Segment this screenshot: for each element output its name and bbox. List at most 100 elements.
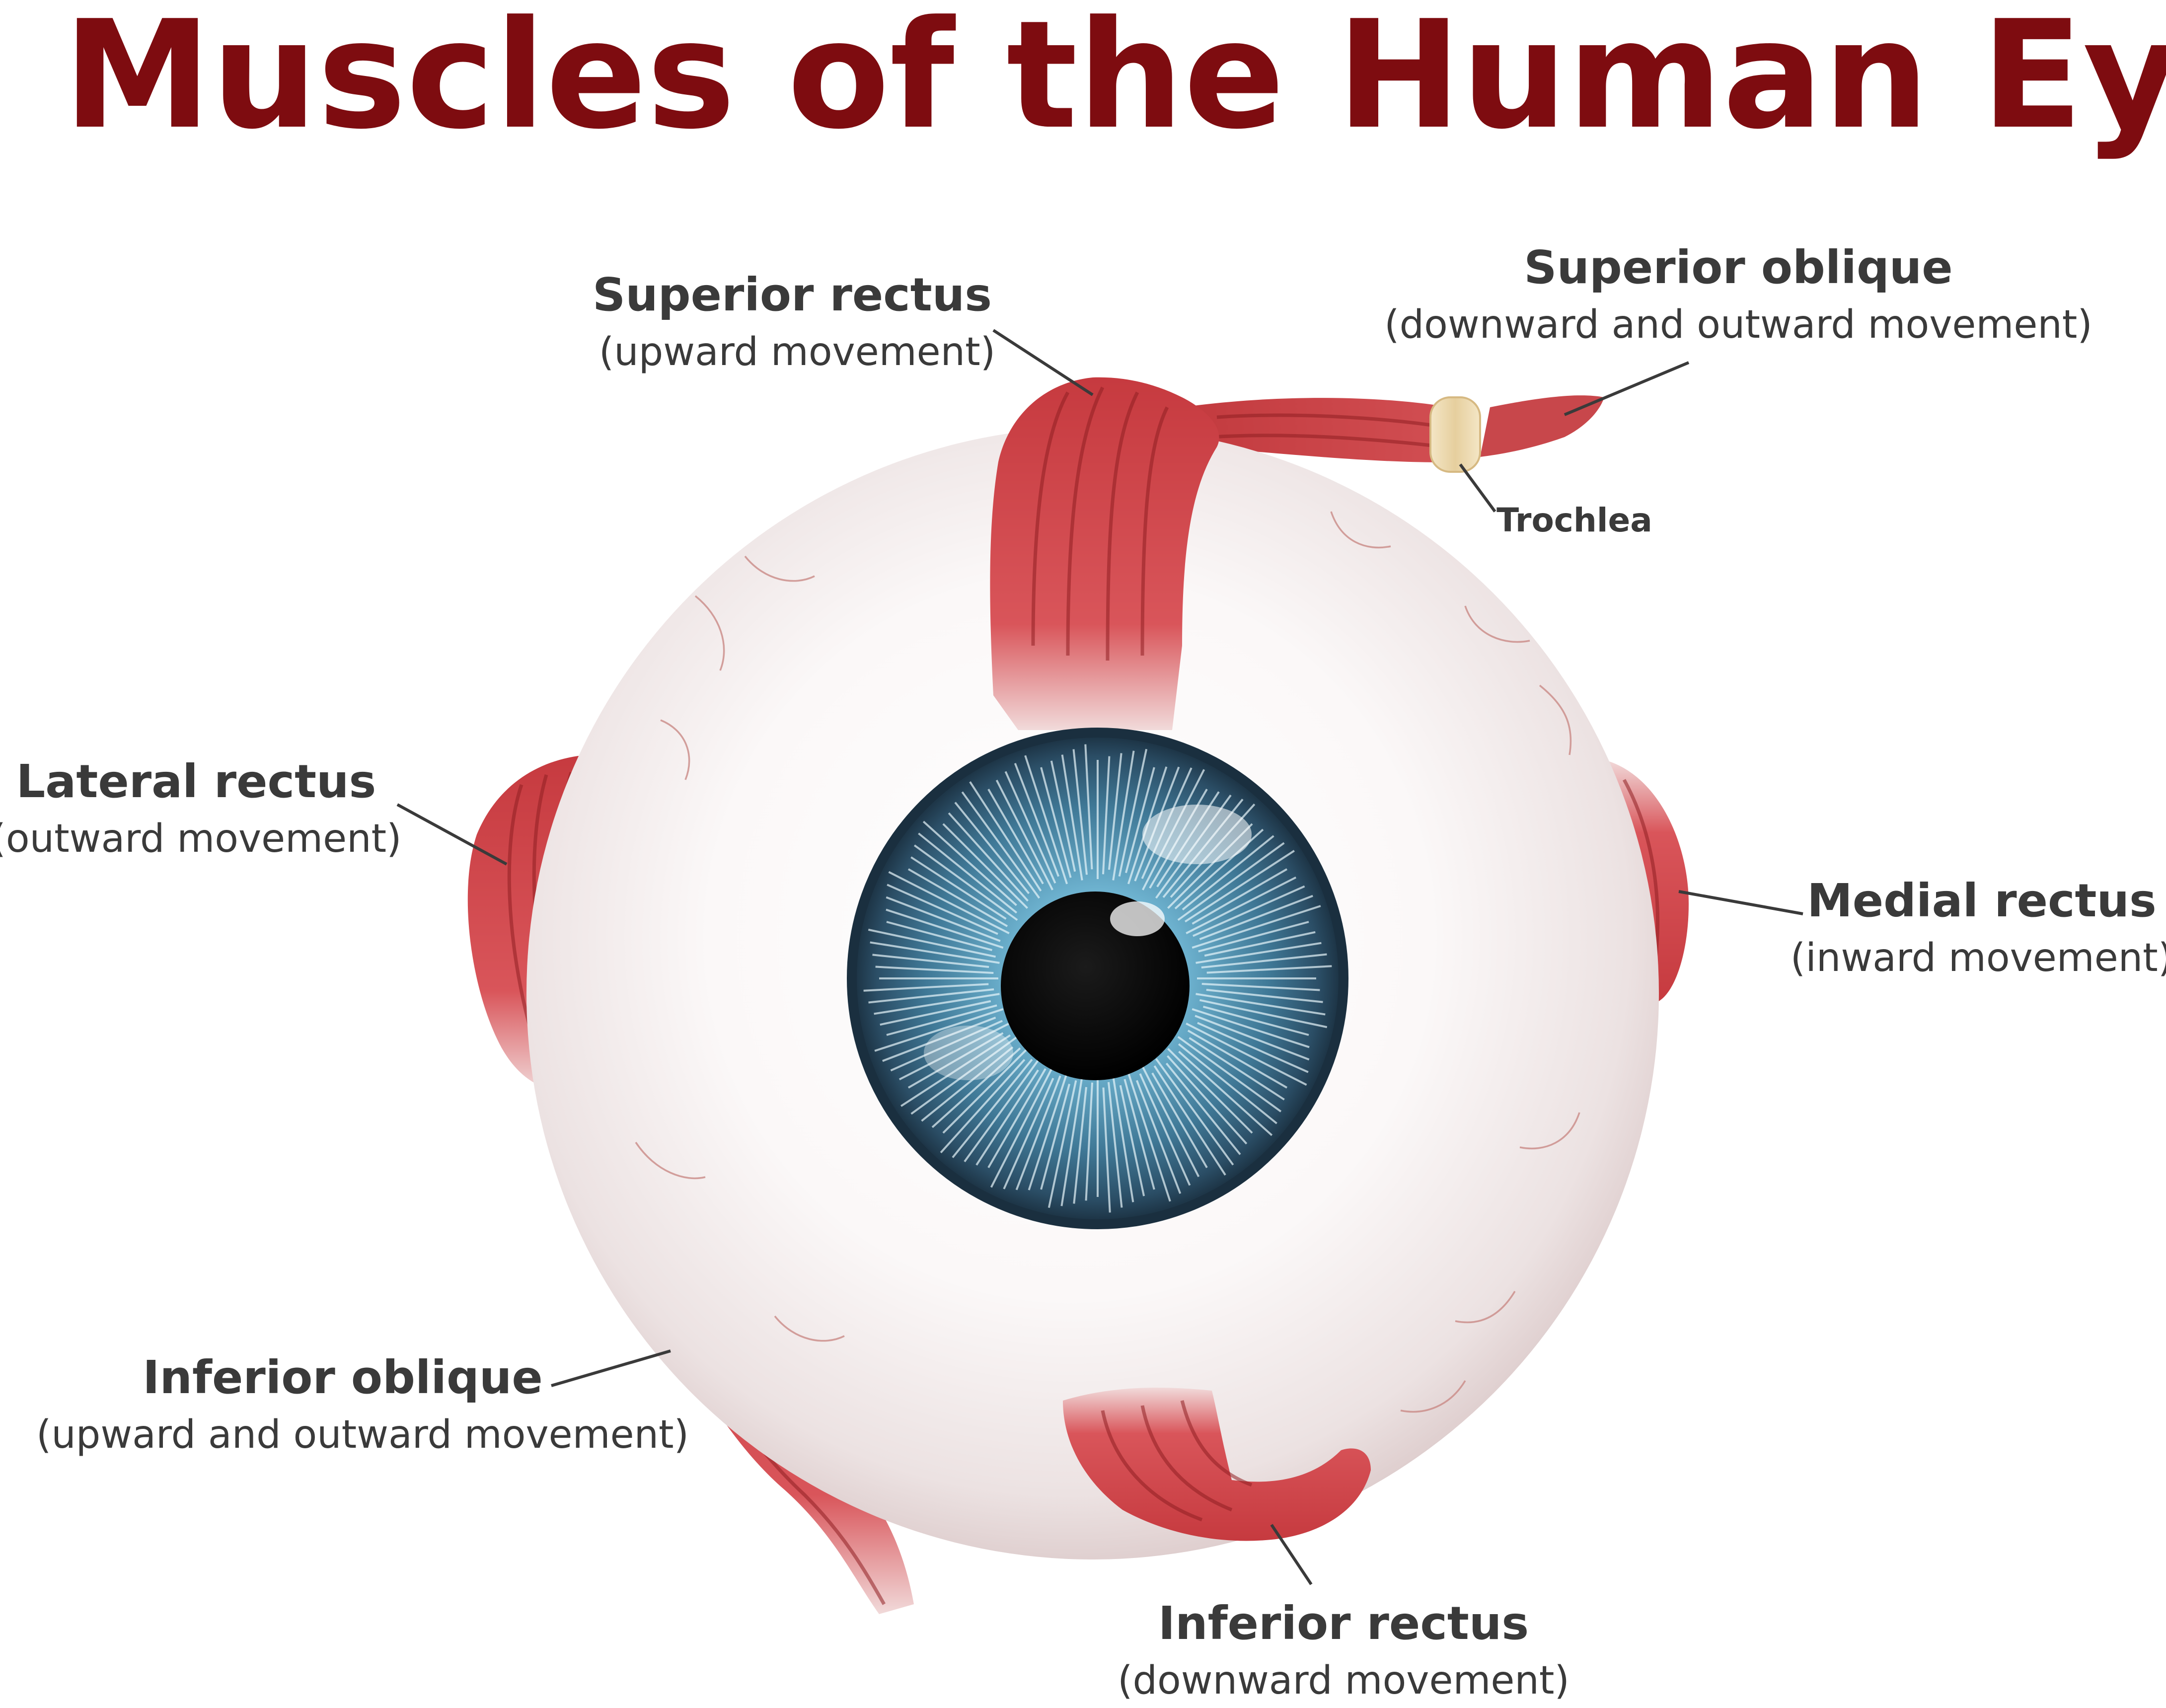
iris-fiber (961, 791, 1041, 899)
lateral-rectus-name: Lateral rectus (16, 755, 376, 808)
iris-fiber (931, 1047, 1021, 1128)
iris-fiber (964, 1058, 1041, 1163)
iris-fiber (887, 884, 998, 935)
iris-fiber (910, 1036, 1018, 1115)
superior-oblique-desc: (downward and outward movement) (1384, 302, 2092, 347)
inferior-rectus-muscle (1063, 1388, 1371, 1541)
page-title: Muscles of the Human Eye (63, 0, 2166, 162)
iris-fiber (918, 832, 1018, 914)
iris-fiber (1177, 1036, 1282, 1113)
iris-fiber (1061, 754, 1083, 881)
medial-rectus-desc: (inward movement) (1791, 936, 2166, 980)
iris-fiber (1050, 760, 1076, 872)
iris-fiber (1185, 850, 1295, 923)
iris-fiber (942, 823, 1028, 909)
inferior-rectus-leader (1270, 1524, 1313, 1585)
iris-fiber (1119, 1085, 1145, 1196)
iris-fiber (1177, 842, 1285, 921)
iris-fiber (880, 1000, 991, 1026)
iris-fiber (1206, 965, 1332, 974)
iris-fiber (882, 1016, 996, 1062)
medial-rectus-name: Medial rectus (1807, 874, 2157, 927)
iris-fiber (1004, 771, 1056, 884)
iris-fiber (890, 1020, 1003, 1072)
iris-fiber (975, 1069, 1039, 1166)
iris-fiber (1003, 1078, 1054, 1189)
iris-fiber (1108, 753, 1122, 870)
lateral-rectus-leader (396, 803, 508, 866)
iris-fiber (913, 844, 1018, 921)
iris-fiber (907, 868, 1008, 927)
iris-fiber (872, 954, 989, 968)
iris-fiber (954, 802, 1030, 894)
iris-fiber (1195, 1015, 1310, 1061)
iris-fiber (1155, 1058, 1234, 1166)
iris-fiber (1112, 750, 1135, 881)
inferior-oblique-desc: (upward and outward movement) (36, 1412, 689, 1457)
label-trochlea: Trochlea (1496, 501, 1652, 539)
iris-fiber (1193, 885, 1305, 937)
iris-fiber (910, 856, 1007, 920)
superior-rectus-leader (992, 329, 1094, 396)
iris-fiber (1135, 1080, 1182, 1194)
iris-fiber (969, 781, 1042, 891)
iris-fiber (1125, 767, 1155, 874)
iris-fiber (1028, 1072, 1068, 1190)
iris-fiber (886, 908, 1004, 949)
lateral-rectus-desc: (outward movement) (0, 817, 402, 861)
iris-fiber (1139, 1073, 1191, 1186)
inferior-oblique-leader (551, 1349, 671, 1387)
iris-fiber (1047, 1080, 1077, 1208)
iris-fiber (1118, 748, 1148, 877)
iris-fiber (987, 1068, 1046, 1169)
iris-fiber (874, 1008, 1004, 1052)
iris-fiber (1189, 1037, 1285, 1101)
trochlea-leader (1459, 463, 1496, 513)
iris-fiber (1024, 755, 1068, 885)
iris-fiber (1192, 868, 1288, 925)
iris-fiber (1198, 921, 1309, 953)
iris-fiber (1060, 1076, 1083, 1206)
iris-fiber (1206, 989, 1323, 1003)
iris-fiber (886, 896, 1001, 942)
iris-fiber (942, 1048, 1028, 1134)
trochlea (1429, 396, 1481, 473)
pupil (1001, 891, 1190, 1080)
iris-fiber (1084, 744, 1093, 870)
label-inferior-rectus: Inferior rectus (downward movement) (1118, 1597, 1569, 1703)
iris-fiber (1178, 1050, 1273, 1136)
iris-fiber (1195, 942, 1322, 964)
superior-oblique-tendon (1182, 395, 1604, 462)
iris-fiber (1151, 1072, 1208, 1169)
superior-oblique-name: Superior oblique (1524, 241, 1952, 294)
inferior-rectus-desc: (downward movement) (1118, 1658, 1569, 1703)
iris-fiber (886, 1004, 997, 1036)
trochlea-name: Trochlea (1496, 501, 1652, 539)
iris-fiber (1165, 1062, 1241, 1155)
iris-fiber (1202, 1006, 1309, 1036)
label-inferior-oblique: Inferior oblique (upward and outward mov… (36, 1351, 689, 1457)
iris-fiber (1201, 953, 1327, 969)
iris-fiber (940, 1059, 1026, 1154)
label-lateral-rectus: Lateral rectus (outward movement) (0, 755, 402, 861)
superior-rectus-name: Superior rectus (593, 268, 992, 321)
iris-fiber (1195, 993, 1326, 1016)
iris-fiber (1178, 1043, 1277, 1124)
iris-fiber (1127, 1072, 1171, 1202)
iris-fiber (868, 928, 996, 958)
iris-fiber (1073, 1087, 1087, 1204)
iris-fiber (1102, 756, 1111, 875)
iris-fiber (874, 993, 1000, 1015)
iris-fiber (868, 988, 994, 1004)
iris-fiber (1199, 999, 1328, 1029)
iris-fiber (1107, 1082, 1123, 1208)
superior-oblique-leader (1564, 361, 1690, 416)
iris-fiber (921, 1046, 1014, 1122)
iris-fiber (898, 1023, 1010, 1081)
iris-fiber (1167, 1048, 1253, 1134)
iris-fiber (1142, 1066, 1200, 1178)
iris-fiber (1197, 1022, 1309, 1073)
iris-fiber (990, 1066, 1053, 1188)
iris-fiber (1040, 1083, 1070, 1190)
